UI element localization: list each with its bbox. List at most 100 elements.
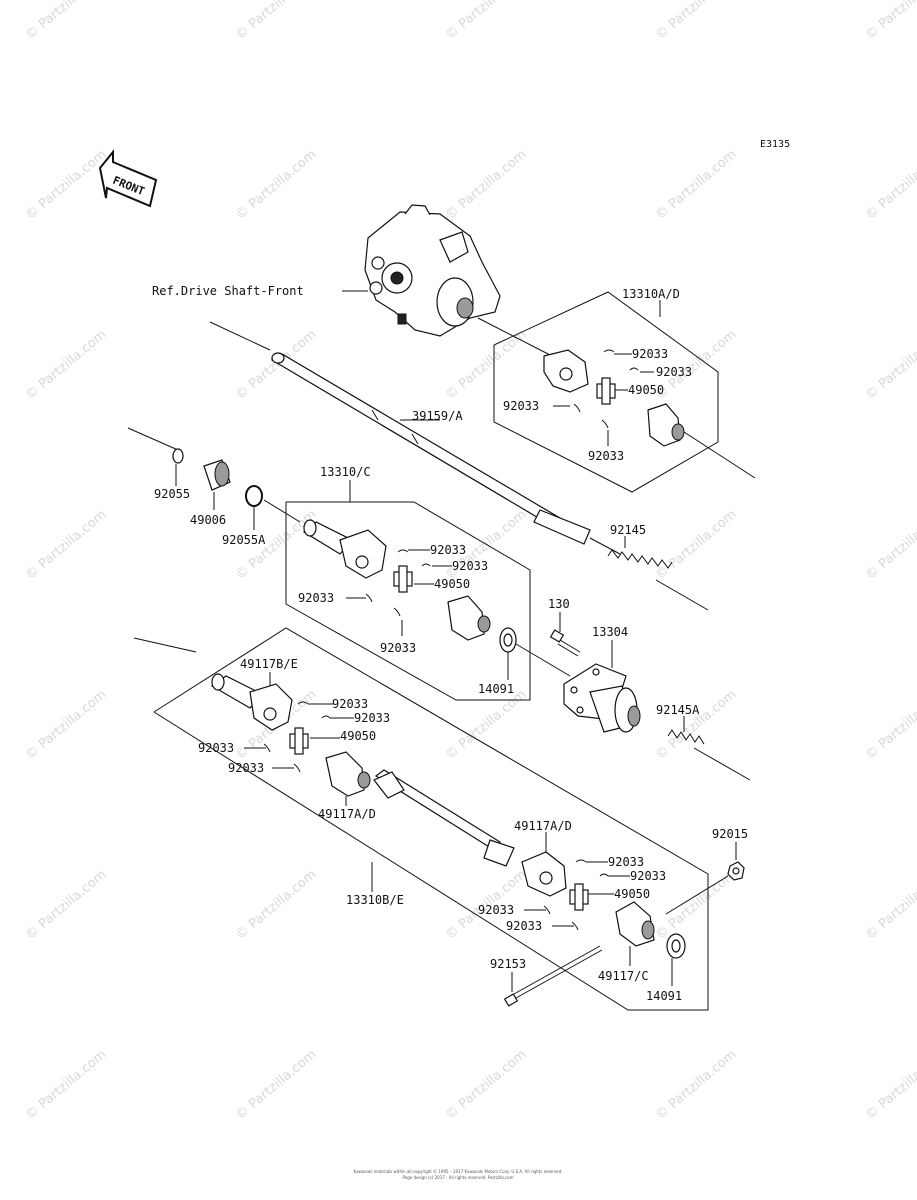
label-92033-a1: 92033 xyxy=(632,347,668,361)
o-ring-92055 xyxy=(172,448,184,464)
label-39159a: 39159/A xyxy=(412,409,463,423)
watermark-text: © Partzilla.com xyxy=(863,0,917,43)
label-92033-d2: 92033 xyxy=(630,869,666,883)
diagram-code: E3135 xyxy=(760,139,790,150)
watermark-text: © Partzilla.com xyxy=(653,1047,739,1123)
o-ring-92055a xyxy=(245,485,263,507)
bolt-130 xyxy=(549,629,581,657)
watermark-text: © Partzilla.com xyxy=(653,0,739,43)
label-92033-b2: 92033 xyxy=(354,711,390,725)
yoke-49117c xyxy=(615,901,655,947)
middle-shaft xyxy=(373,769,515,867)
group-box-13310ad xyxy=(493,291,719,493)
label-49006: 49006 xyxy=(190,513,226,527)
label-92015: 92015 xyxy=(712,827,748,841)
watermark-text: © Partzilla.com xyxy=(23,687,109,763)
watermark-text: © Partzilla.com xyxy=(863,327,917,403)
label-92033-c4: 92033 xyxy=(380,641,416,655)
label-92033-b3: 92033 xyxy=(198,741,234,755)
footer-copyright-line1: Kawasaki materials within all copyright … xyxy=(354,1169,563,1174)
yoke-49117ad-upper xyxy=(325,751,371,797)
circlips-13310be-upper xyxy=(263,701,331,773)
watermark-text: © Partzilla.com xyxy=(653,147,739,223)
label-13304: 13304 xyxy=(592,625,628,639)
yoke-49117be xyxy=(210,673,293,731)
cross-joint-13310ad xyxy=(596,377,616,405)
yoke-13310ad-lower xyxy=(647,403,685,447)
label-92055: 92055 xyxy=(154,487,190,501)
watermark-text: © Partzilla.com xyxy=(233,867,319,943)
label-92033-b1: 92033 xyxy=(332,697,368,711)
watermark-text: © Partzilla.com xyxy=(443,327,529,403)
label-92033-a4: 92033 xyxy=(588,449,624,463)
watermark-text: © Partzilla.com xyxy=(233,147,319,223)
housing-13304 xyxy=(563,663,641,733)
label-130: 130 xyxy=(548,597,570,611)
label-13310c: 13310/C xyxy=(320,465,371,479)
label-49050-b: 49050 xyxy=(340,729,376,743)
circlips-13310ad xyxy=(573,349,639,429)
ref-drive-shaft-front-label: Ref.Drive Shaft-Front xyxy=(152,284,304,298)
watermark-text: © Partzilla.com xyxy=(233,0,319,43)
label-49117c: 49117/C xyxy=(598,969,649,983)
label-49050-a: 49050 xyxy=(628,383,664,397)
spring-92145 xyxy=(607,549,673,569)
watermark-text: © Partzilla.com xyxy=(653,507,739,583)
label-92033-c2: 92033 xyxy=(452,559,488,573)
bolt-92153 xyxy=(503,945,603,1007)
watermark-text: © Partzilla.com xyxy=(443,147,529,223)
footer-copyright-line2: Page design (c) 2017 - All rights reserv… xyxy=(403,1175,514,1180)
spring-92145a xyxy=(667,729,705,745)
watermark-text: © Partzilla.com xyxy=(863,687,917,763)
group-box-13310be xyxy=(153,627,709,1011)
watermark-text: © Partzilla.com xyxy=(863,147,917,223)
yoke-13310ad-upper xyxy=(543,349,589,393)
label-13310ad: 13310A/D xyxy=(622,287,680,301)
label-49050-d: 49050 xyxy=(614,887,650,901)
label-92033-d3: 92033 xyxy=(478,903,514,917)
label-92055a: 92055A xyxy=(222,533,266,547)
watermark-text: © Partzilla.com xyxy=(23,327,109,403)
cross-joint-13310c xyxy=(393,565,413,593)
label-92033-a3: 92033 xyxy=(503,399,539,413)
watermark-text: © Partzilla.com xyxy=(443,0,529,43)
label-92145a: 92145A xyxy=(656,703,700,717)
label-49117ad-2: 49117A/D xyxy=(514,819,572,833)
watermark-text: © Partzilla.com xyxy=(23,0,109,43)
watermark-text: © Partzilla.com xyxy=(443,687,529,763)
watermark-text: © Partzilla.com xyxy=(443,1047,529,1123)
watermark-text: © Partzilla.com xyxy=(863,507,917,583)
yoke-13310c-sleeve xyxy=(302,519,387,579)
label-92033-d1: 92033 xyxy=(608,855,644,869)
drive-shaft-39159a xyxy=(270,352,591,545)
label-49117ad-1: 49117A/D xyxy=(318,807,376,821)
circlips-13310be-lower xyxy=(543,859,609,931)
watermark-text: © Partzilla.com xyxy=(233,1047,319,1123)
label-92033-b4: 92033 xyxy=(228,761,264,775)
label-92033-c1: 92033 xyxy=(430,543,466,557)
watermark-text: © Partzilla.com xyxy=(23,507,109,583)
watermark-text: © Partzilla.com xyxy=(23,1047,109,1123)
label-49117be: 49117B/E xyxy=(240,657,298,671)
watermark-text: © Partzilla.com xyxy=(863,1047,917,1123)
watermark-text: © Partzilla.com xyxy=(23,147,109,223)
label-92033-c3: 92033 xyxy=(298,591,334,605)
label-13310be: 13310B/E xyxy=(346,893,404,907)
nut-92015 xyxy=(727,861,745,881)
label-92145: 92145 xyxy=(610,523,646,537)
label-92153: 92153 xyxy=(490,957,526,971)
front-arrow-icon: FRONT xyxy=(98,149,158,208)
group-box-13310c xyxy=(285,501,531,701)
watermark-text: © Partzilla.com xyxy=(653,687,739,763)
seal-49006 xyxy=(203,459,231,491)
watermark-text: © Partzilla.com xyxy=(863,867,917,943)
yoke-49117ad-lower xyxy=(521,851,567,897)
label-92033-d4: 92033 xyxy=(506,919,542,933)
yoke-13310c-end xyxy=(447,595,491,641)
label-92033-a2: 92033 xyxy=(656,365,692,379)
circlips-13310c xyxy=(365,549,431,617)
label-14091-b: 14091 xyxy=(646,989,682,1003)
cross-joint-13310be-upper xyxy=(289,727,309,755)
watermark-text: © Partzilla.com xyxy=(23,867,109,943)
